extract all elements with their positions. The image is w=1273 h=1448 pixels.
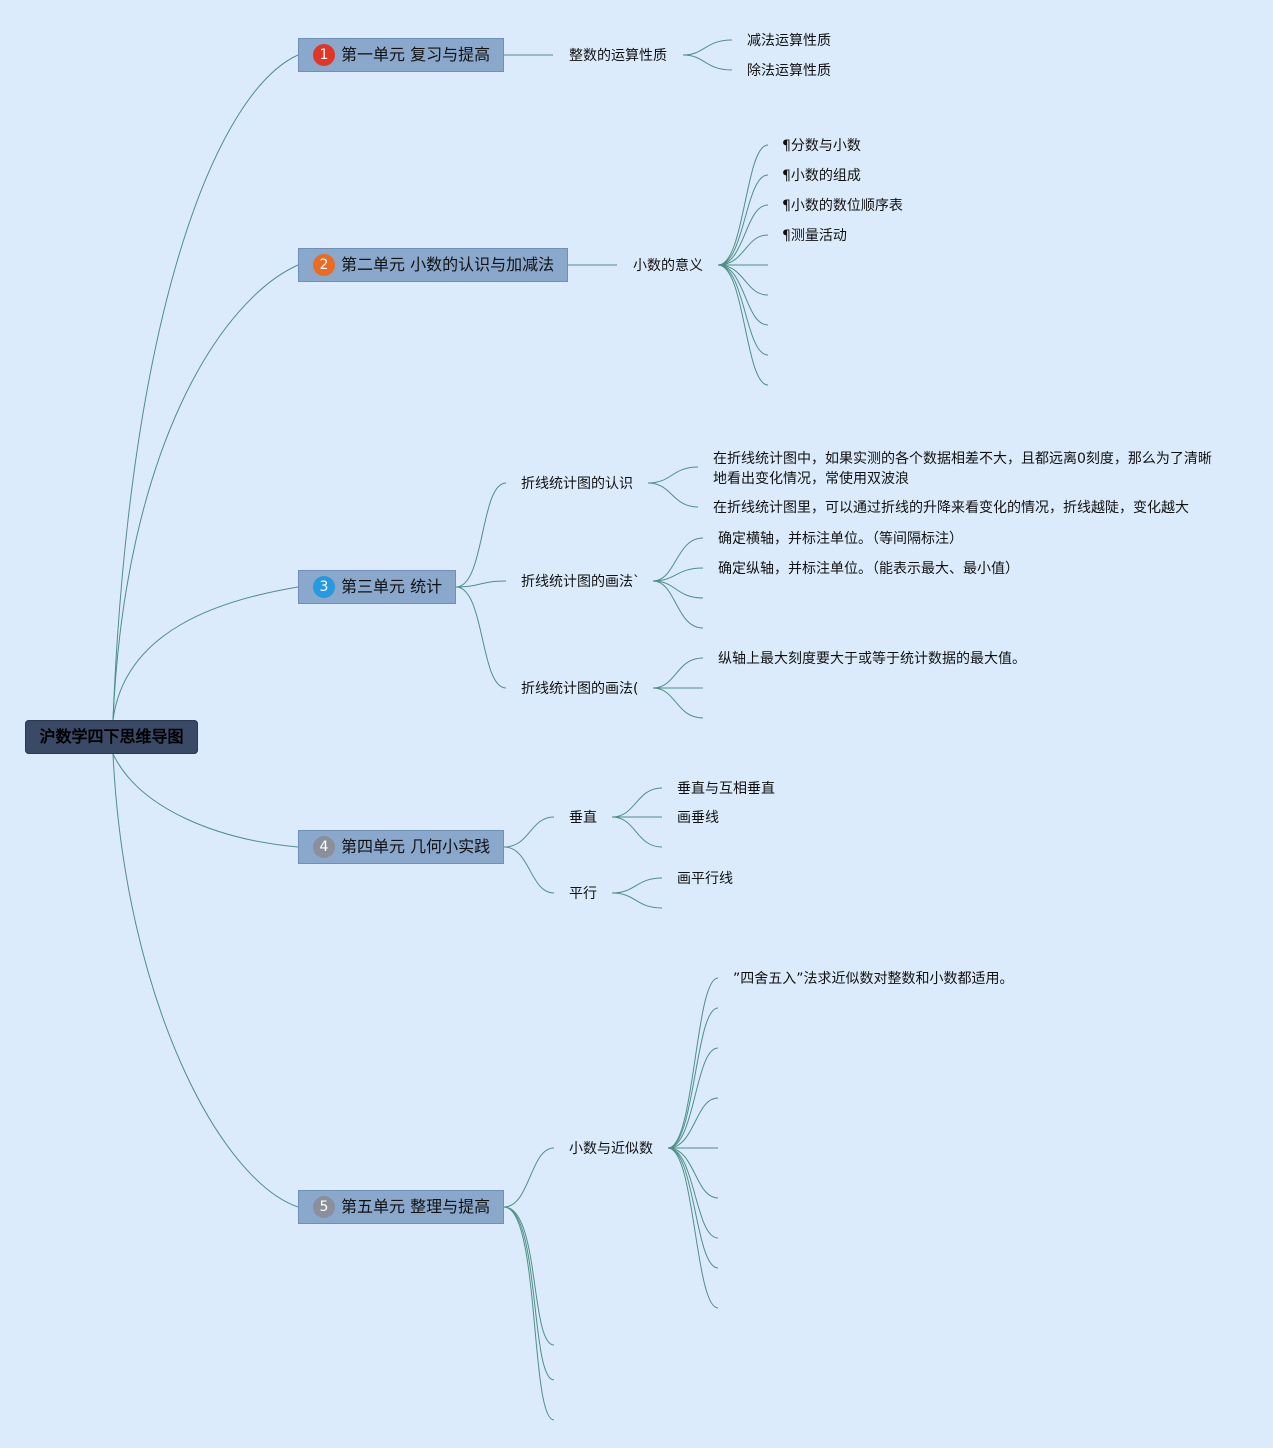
u1-item-2[interactable]: 除法运算性质 [747,63,831,79]
u3-topic-b[interactable]: 折线统计图的画法` [521,574,638,590]
unit-2-number-badge: 2 [313,254,335,276]
connector-u1-item2 [682,54,733,71]
connector-root-unit2 [112,264,299,721]
u1-topic[interactable]: 整数的运算性质 [569,48,667,64]
u4-a-item-2[interactable]: 画垂线 [677,810,719,826]
unit-5-number-badge: 5 [313,1196,335,1218]
u4-b-item-1[interactable]: 画平行线 [677,871,733,887]
u4-a-item-1[interactable]: 垂直与互相垂直 [677,781,775,797]
unit-2-node[interactable]: 2 第二单元 小数的认识与加减法 [298,248,568,282]
u2-item-2[interactable]: ¶小数的组成 [782,168,861,184]
connector-root-unit4 [112,753,299,848]
u3-b-item-2[interactable]: 确定纵轴，并标注单位。（能表示最大、最小值） [718,561,1019,577]
u4-topic-b[interactable]: 平行 [569,886,597,902]
u5-topic[interactable]: 小数与近似数 [569,1141,653,1157]
unit-2-label: 第二单元 小数的认识与加减法 [341,255,555,274]
u3-topic-a[interactable]: 折线统计图的认识 [521,476,633,492]
u3-a-item-2[interactable]: 在折线统计图里，可以通过折线的升降来看变化的情况，折线越陡，变化越大 [713,500,1189,516]
unit-3-label: 第三单元 统计 [341,577,443,596]
unit-3-number-badge: 3 [313,576,335,598]
u4-topic-a[interactable]: 垂直 [569,810,597,826]
unit-4-label: 第四单元 几何小实践 [341,837,491,856]
u3-topic-c[interactable]: 折线统计图的画法( [521,681,638,697]
unit-4-node[interactable]: 4 第四单元 几何小实践 [298,830,504,864]
u3-a-item-1[interactable]: 在折线统计图中，如果实测的各个数据相差不大，且都远离0刻度，那么为了清晰地看出变… [713,451,1212,487]
unit-5-label: 第五单元 整理与提高 [341,1197,491,1216]
u2-item-1[interactable]: ¶分数与小数 [782,138,861,154]
u3-c-item-1[interactable]: 纵轴上最大刻度要大于或等于统计数据的最大值。 [718,651,1026,667]
unit-1-node[interactable]: 1 第一单元 复习与提高 [298,38,504,72]
u1-item-1[interactable]: 减法运算性质 [747,33,831,49]
connector-root-unit3 [112,586,299,721]
connector-u1-item1 [682,39,733,56]
unit-1-label: 第一单元 复习与提高 [341,45,491,64]
connector-root-unit5 [112,753,299,1208]
u5-item-1[interactable]: ”四舍五入”法求近似数对整数和小数都适用。 [733,971,1014,987]
connector-root-unit1 [112,54,299,721]
unit-4-number-badge: 4 [313,836,335,858]
unit-3-node[interactable]: 3 第三单元 统计 [298,570,456,604]
u2-item-3[interactable]: ¶小数的数位顺序表 [782,198,903,214]
unit-5-node[interactable]: 5 第五单元 整理与提高 [298,1190,504,1224]
root-node[interactable]: 沪数学四下思维导图 [25,720,198,754]
u3-b-item-1[interactable]: 确定横轴，并标注单位。（等间隔标注） [718,531,963,547]
u2-item-4[interactable]: ¶测量活动 [782,228,847,244]
unit-1-number-badge: 1 [313,44,335,66]
u2-topic[interactable]: 小数的意义 [633,258,703,274]
